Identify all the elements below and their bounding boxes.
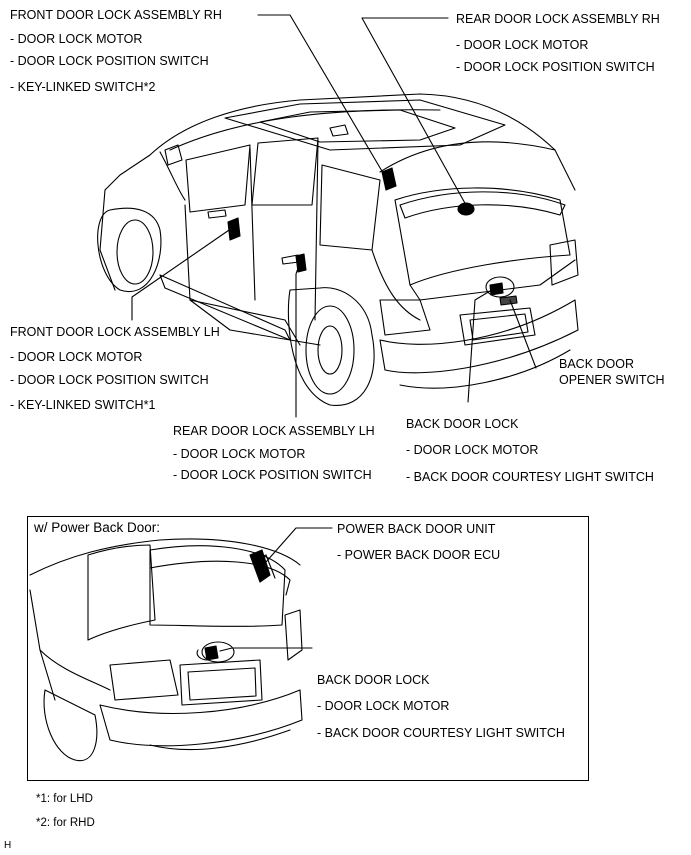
vehicle-main [97, 93, 579, 406]
inset-back-door-lock-courtesy: - BACK DOOR COURTESY LIGHT SWITCH [317, 726, 565, 740]
back-door-lock-motor: - DOOR LOCK MOTOR [406, 443, 539, 457]
footnote-lhd: *1: for LHD [36, 793, 93, 805]
back-door-lock-courtesy: - BACK DOOR COURTESY LIGHT SWITCH [406, 470, 654, 484]
front-door-lock-lh-motor: - DOOR LOCK MOTOR [10, 350, 143, 364]
front-door-lock-lh-title: FRONT DOOR LOCK ASSEMBLY LH [10, 325, 220, 339]
front-door-lock-rh-title: FRONT DOOR LOCK ASSEMBLY RH [10, 8, 222, 22]
leader-lines-main [131, 14, 537, 418]
rear-door-lock-lh-title: REAR DOOR LOCK ASSEMBLY LH [173, 424, 375, 438]
power-back-door-unit-title: POWER BACK DOOR UNIT [337, 522, 496, 536]
corner-code: H [4, 840, 12, 851]
power-back-door-inset [27, 516, 589, 781]
front-door-lock-rh-key: - KEY-LINKED SWITCH*2 [10, 80, 156, 94]
rear-door-lock-lh-motor: - DOOR LOCK MOTOR [173, 447, 306, 461]
power-back-door-ecu: - POWER BACK DOOR ECU [337, 548, 501, 562]
leader-lines-inset [219, 527, 333, 652]
rear-door-lock-rh-motor: - DOOR LOCK MOTOR [456, 38, 589, 52]
rear-door-lock-rh-switch: - DOOR LOCK POSITION SWITCH [456, 60, 655, 74]
front-door-lock-rh-switch: - DOOR LOCK POSITION SWITCH [10, 54, 209, 68]
front-door-lock-lh-switch: - DOOR LOCK POSITION SWITCH [10, 373, 209, 387]
front-door-lock-lh-key: - KEY-LINKED SWITCH*1 [10, 398, 156, 412]
inset-header: w/ Power Back Door: [34, 520, 161, 535]
inset-back-door-lock-title: BACK DOOR LOCK [317, 673, 430, 687]
rear-door-lock-rh-title: REAR DOOR LOCK ASSEMBLY RH [456, 12, 660, 26]
inset-back-door-lock-motor: - DOOR LOCK MOTOR [317, 699, 450, 713]
back-door-lock-title: BACK DOOR LOCK [406, 417, 519, 431]
back-door-opener-switch-line2: OPENER SWITCH [559, 373, 665, 387]
rear-door-lock-lh-switch: - DOOR LOCK POSITION SWITCH [173, 468, 372, 482]
footnote-rhd: *2: for RHD [36, 817, 95, 829]
back-door-opener-switch-line1: BACK DOOR [559, 357, 635, 371]
front-door-lock-rh-motor: - DOOR LOCK MOTOR [10, 32, 143, 46]
